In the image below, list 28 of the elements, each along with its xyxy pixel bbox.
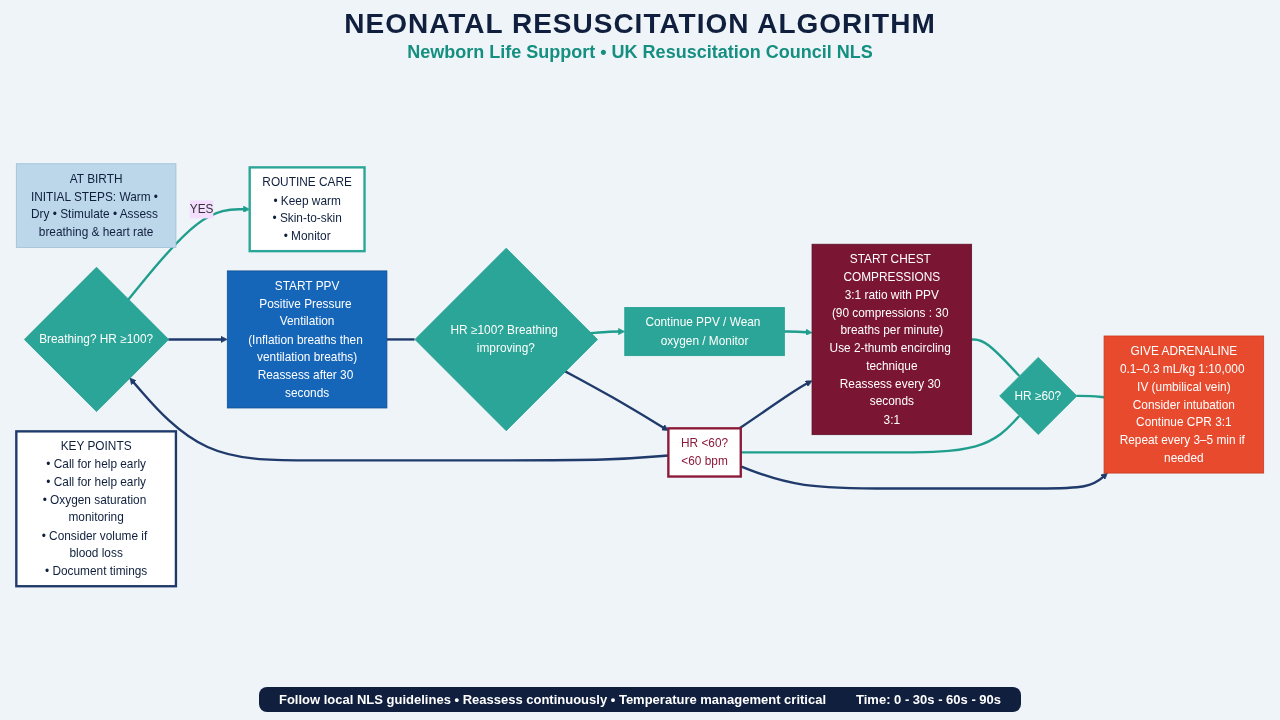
connector (740, 415, 1021, 454)
arrow (784, 328, 813, 336)
node-box: KEY POINTS • Call for help early • Call for help early • Oxygen saturation monitoring • Consider volume if blood loss • Document timings (15, 430, 178, 588)
connector (971, 338, 1021, 377)
timing-note: Time: 0 - 30s - 60s - 90s (856, 692, 1002, 707)
node-box: Continue PPV / Wean oxygen / Monitor (624, 307, 785, 357)
node-box: GIVE ADRENALINE 0.1–0.3 mL/kg 1:10,000 IV (umbilical vein) Consider intubation Continue CPR 3:1 Repeat every 3–5 min if needed (1103, 335, 1265, 474)
arrow (740, 465, 1108, 490)
title: NEONATAL RESUSCITATION ALGORITHM (344, 8, 936, 40)
arrow (590, 328, 626, 335)
subtitle: Newborn Life Support • UK Resuscitation Council NLS (407, 42, 873, 63)
connector (386, 338, 415, 341)
edge-label: YES (189, 201, 214, 216)
node-diamond: HR ≥100? Breathing improving? (414, 247, 598, 432)
node-diamond: Breathing? HR ≥100? (23, 266, 170, 412)
footer-note: Follow local NLS guidelines • Reassess continuously • Temperature management critical (278, 692, 827, 707)
arrow (168, 335, 228, 343)
node-box: ROUTINE CARE • Keep warm • Skin-to-skin • Monitor (248, 166, 366, 253)
arrow (127, 205, 250, 301)
node-box: START PPV Positive Pressure Ventilation (Inflation breaths then ventilation breaths) Reassess after 30 seconds (226, 270, 388, 409)
arrow (738, 380, 813, 430)
node-diamond: HR ≥60? (999, 357, 1078, 435)
node-box: START CHEST COMPRESSIONS 3:1 ratio with PPV (90 compressions : 30 breaths per minute) Use 2-thumb encircling technique Reassess every 30 seconds 3:1 (811, 243, 973, 436)
node-box: HR <60? <60 bpm (667, 427, 742, 478)
arrow (129, 377, 669, 462)
arrow (564, 370, 669, 431)
node-box: AT BIRTH INITIAL STEPS: Warm • Dry • Stimulate • Assess breathing & heart rate (15, 163, 177, 248)
connector (1076, 394, 1105, 399)
